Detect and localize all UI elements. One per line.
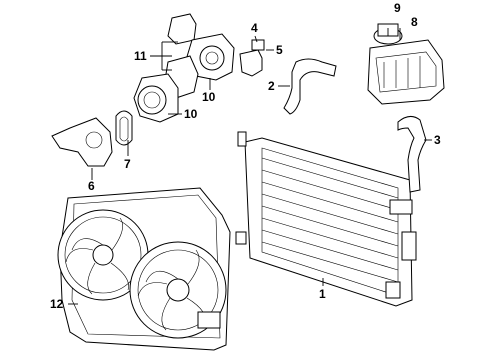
upper-radiator-hose — [283, 58, 337, 115]
callout-4: 4 — [251, 21, 258, 35]
water-pump — [133, 73, 179, 123]
callout-11: 11 — [134, 49, 147, 63]
callout-3: 3 — [434, 133, 441, 147]
water-pump-housing — [185, 33, 235, 81]
callout-8: 8 — [411, 15, 418, 29]
leader-lines — [68, 28, 432, 305]
fan-shroud-assembly — [57, 187, 231, 351]
callout-7: 7 — [124, 157, 131, 171]
callout-12: 12 — [50, 297, 64, 311]
callout-10-lower: 10 — [184, 107, 198, 121]
callout-6: 6 — [88, 179, 95, 193]
callout-10-upper: 10 — [202, 90, 216, 104]
callout-9: 9 — [394, 1, 401, 15]
seal-ring — [115, 110, 133, 146]
thermostat-housing — [239, 39, 265, 77]
callout-5: 5 — [276, 43, 283, 57]
lower-radiator-hose — [397, 116, 427, 193]
radiator — [235, 131, 417, 307]
coolant-reservoir — [367, 23, 445, 105]
bracket — [167, 13, 197, 45]
coolant-outlet — [51, 117, 113, 167]
callout-labels: 1 2 3 4 5 6 7 8 9 10 10 11 12 — [50, 1, 441, 311]
callout-1: 1 — [319, 287, 326, 301]
callout-2: 2 — [268, 79, 275, 93]
